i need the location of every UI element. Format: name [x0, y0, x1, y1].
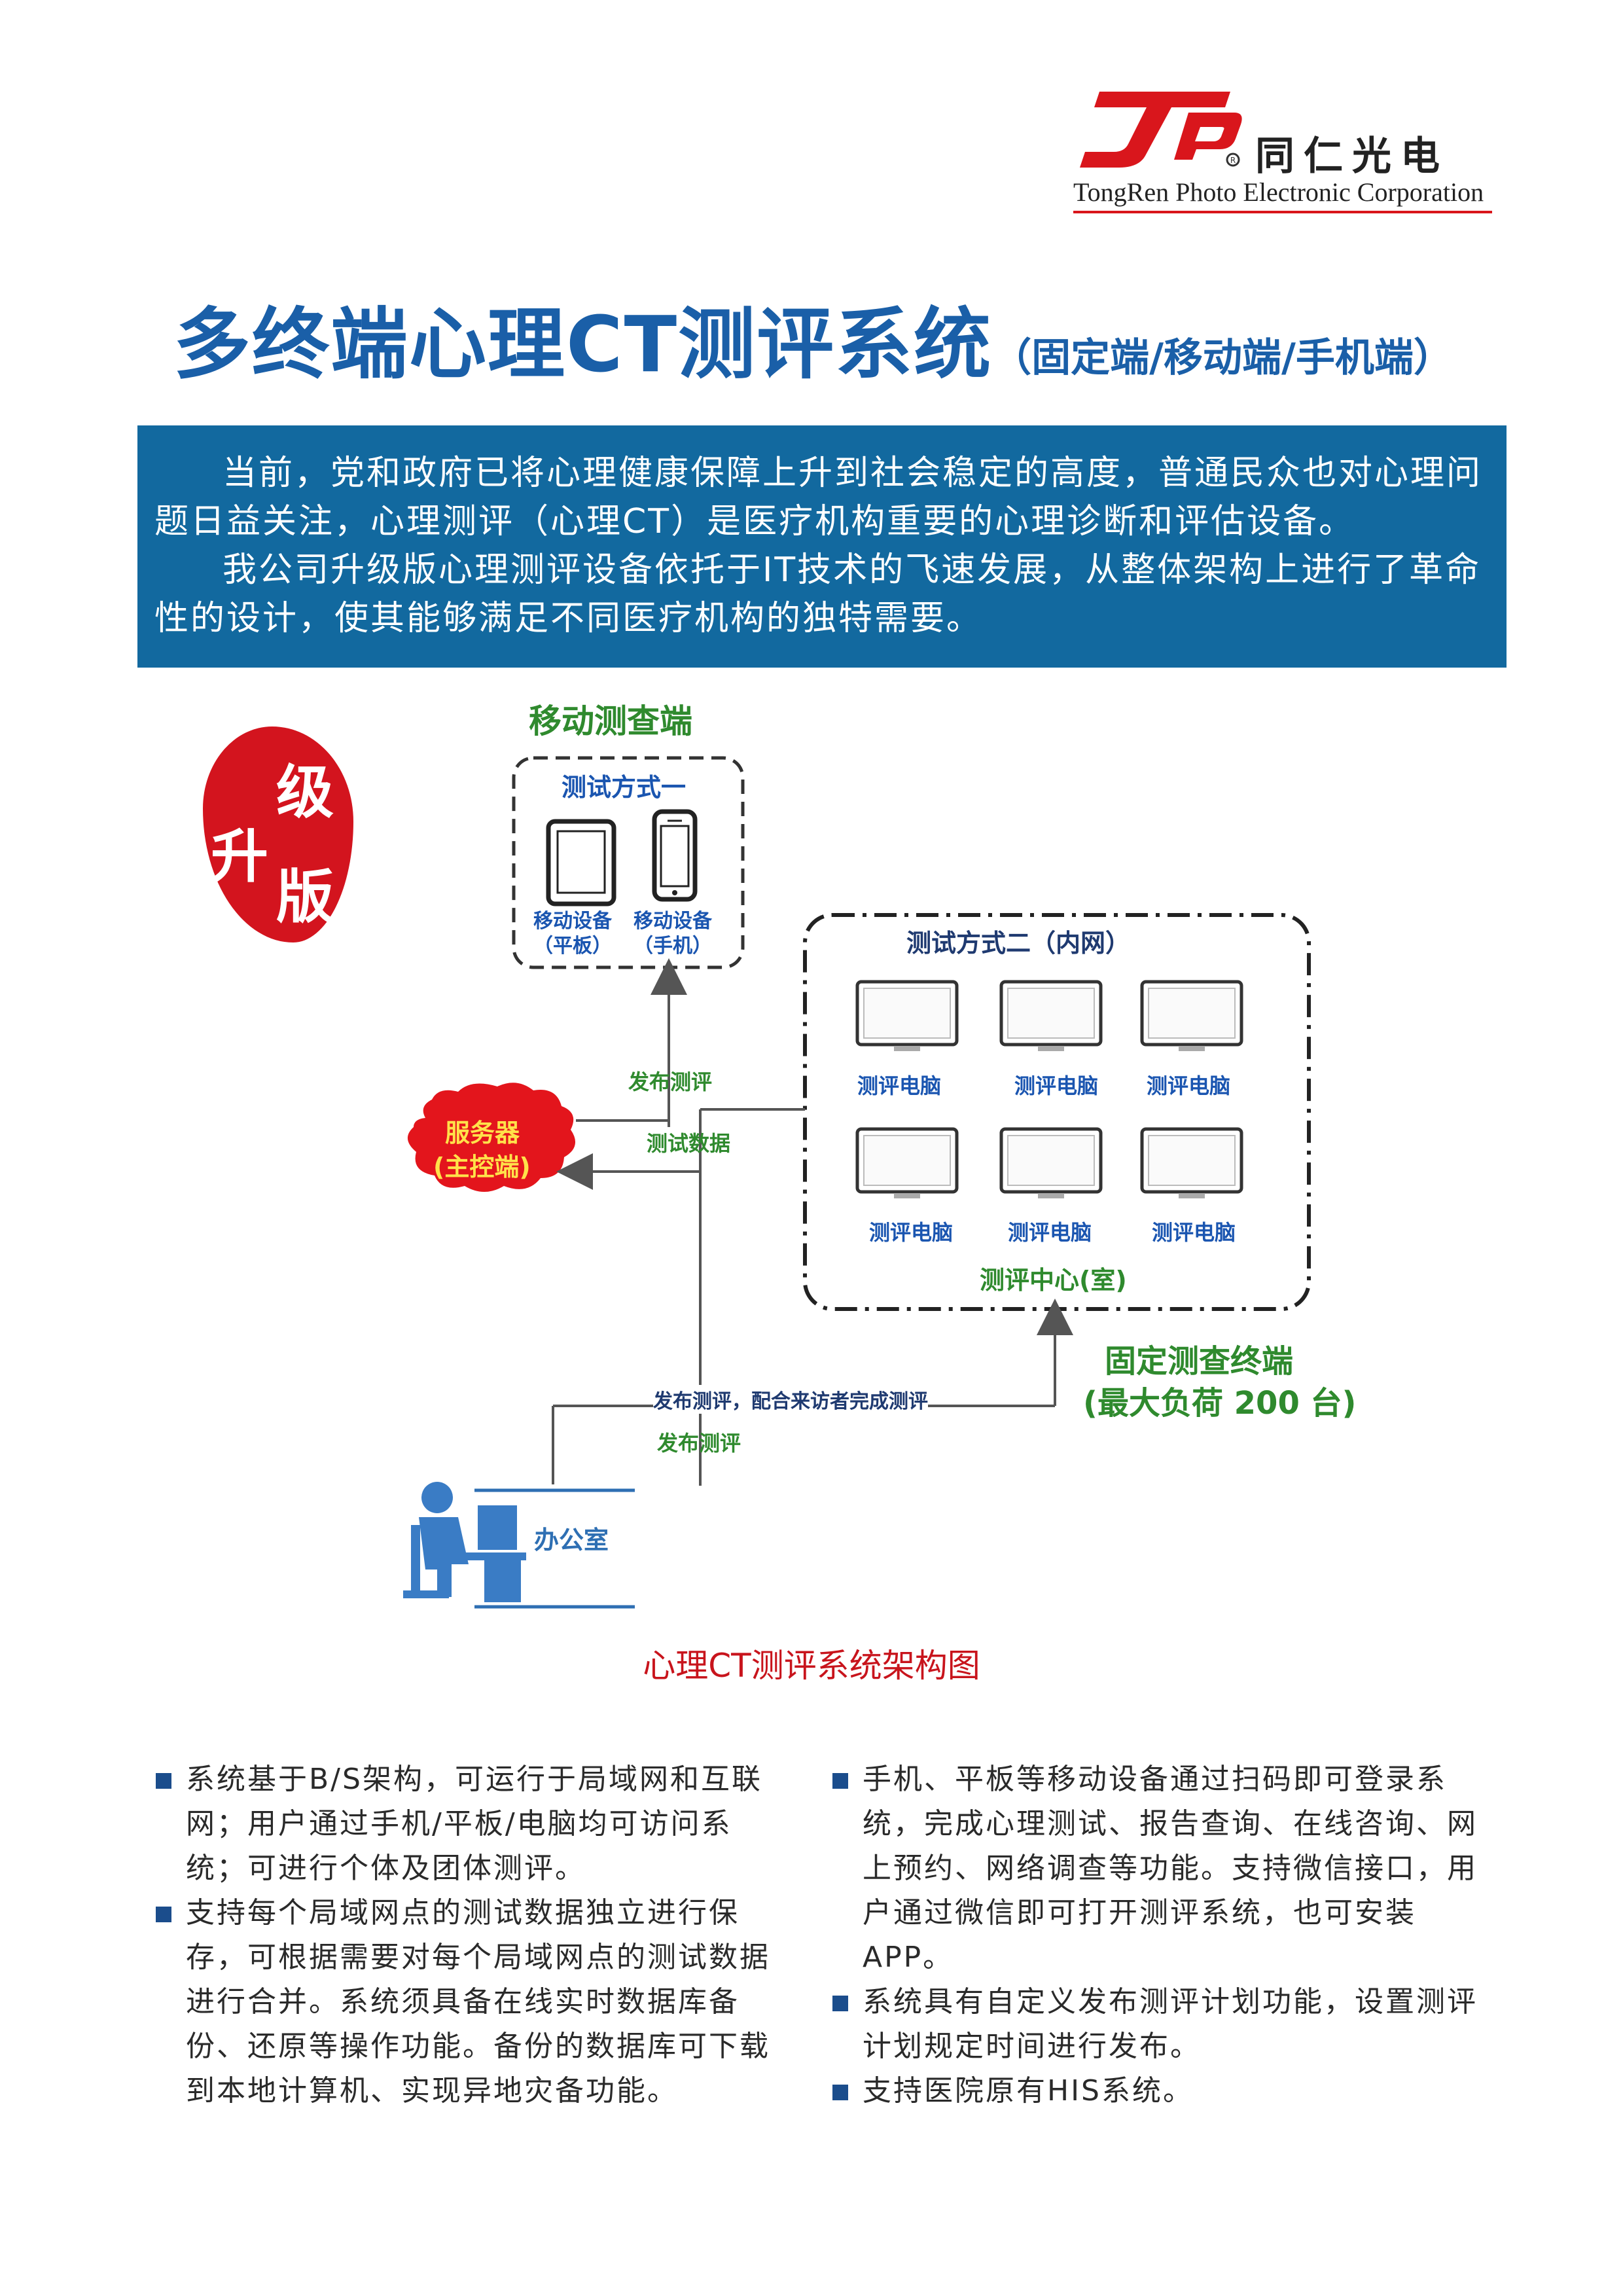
architecture-diagram	[403, 756, 1311, 1609]
stamp-char: 版	[276, 863, 334, 931]
upgrade-stamp: 升 级 版	[203, 726, 353, 942]
pc-label: 测评电脑	[1152, 1220, 1236, 1245]
tablet-label: 移动设备	[533, 910, 612, 933]
intro-box: 当前，党和政府已将心理健康保障上升到社会稳定的高度，普通民众也对心理问题日益关注…	[137, 425, 1507, 668]
svg-text:R: R	[1230, 156, 1236, 165]
diagram-caption: 心理CT测评系统架构图	[643, 1647, 980, 1685]
list-item: 手机、平板等移动设备通过扫码即可登录系统，完成心理测试、报告查询、在线咨询、网上…	[832, 1757, 1487, 1980]
list-item: 系统具有自定义发布测评计划功能，设置测评计划规定时间进行发布。	[832, 1980, 1487, 2069]
intro-paragraph: 当前，党和政府已将心理健康保障上升到社会稳定的高度，普通民众也对心理问题日益关注…	[154, 454, 1483, 541]
mode1-label: 测试方式一	[562, 773, 687, 802]
pc-label: 测评电脑	[857, 1073, 942, 1098]
feature-list-right: 手机、平板等移动设备通过扫码即可登录系统，完成心理测试、报告查询、在线咨询、网上…	[832, 1757, 1487, 2113]
test-data-label: 测试数据	[647, 1131, 731, 1156]
monitor-icon	[999, 980, 1103, 1051]
mobile-terminal-label: 移动测查端	[529, 702, 692, 740]
list-item: 支持医院原有HIS系统。	[832, 2069, 1487, 2113]
tablet-icon	[546, 819, 616, 906]
stamp-char: 级	[276, 759, 334, 826]
pc-label: 测评电脑	[1014, 1073, 1099, 1098]
tablet-label: （平板）	[533, 935, 612, 958]
monitor-icon	[999, 1127, 1103, 1198]
publish-label: 发布测评	[657, 1431, 741, 1456]
publish-label: 发布测评	[628, 1069, 713, 1094]
monitor-icon	[1140, 1127, 1243, 1198]
publish-assist-label: 发布测评，配合来访者完成测评	[653, 1385, 928, 1414]
mode2-label: 测试方式二（内网）	[906, 929, 1131, 958]
brand-name-cn: 同仁光电	[1255, 134, 1449, 179]
monitor-icon	[855, 1127, 959, 1198]
list-item: 系统基于B/S架构，可运行于局域网和互联网；用户通过手机/平板/电脑均可访问系统…	[156, 1757, 791, 1891]
title-sub: （固定端/移动端/手机端）	[992, 335, 1453, 381]
intro-paragraph: 我公司升级版心理测评设备依托于IT技术的飞速发展，从整体架构上进行了革命性的设计…	[154, 550, 1482, 638]
server-label: 服务器	[445, 1119, 520, 1147]
pc-label: 测评电脑	[869, 1220, 954, 1245]
monitor-icon	[1140, 980, 1243, 1051]
phone-icon	[652, 809, 698, 902]
pc-label: 测评电脑	[1147, 1073, 1231, 1098]
company-logo: R 同仁光电 TongRen Photo Electronic Corporat…	[1073, 79, 1531, 223]
mobile-terminal-box	[512, 756, 745, 969]
phone-label: （手机）	[633, 935, 712, 958]
pc-label: 测评电脑	[1008, 1220, 1092, 1245]
phone-label: 移动设备	[633, 910, 712, 933]
feature-list-left: 系统基于B/S架构，可运行于局域网和互联网；用户通过手机/平板/电脑均可访问系统…	[156, 1757, 791, 2113]
tr-logo-mark-icon: R	[1080, 92, 1242, 168]
brand-name-en: TongRen Photo Electronic Corporation	[1073, 177, 1484, 207]
testing-center-label: 测评中心(室)	[980, 1266, 1127, 1295]
server-label: (主控端)	[433, 1153, 531, 1181]
testing-center-box	[803, 913, 1311, 1311]
page-title: 多终端心理CT测评系统（固定端/移动端/手机端）	[173, 281, 1453, 393]
office-worker-icon	[403, 1482, 635, 1609]
fixed-terminal-capacity: (最大负荷 200 台)	[1083, 1385, 1357, 1422]
stamp-char: 升	[211, 823, 269, 890]
brand-underline	[1073, 211, 1492, 213]
monitor-icon	[855, 980, 959, 1051]
server-cloud-icon	[407, 1083, 576, 1192]
office-label: 办公室	[534, 1526, 609, 1554]
fixed-terminal-label: 固定测查终端	[1105, 1343, 1294, 1380]
title-main: 多终端心理CT测评系统	[173, 299, 993, 389]
list-item: 支持每个局域网点的测试数据独立进行保存，可根据需要对每个局域网点的测试数据进行合…	[156, 1891, 791, 2113]
